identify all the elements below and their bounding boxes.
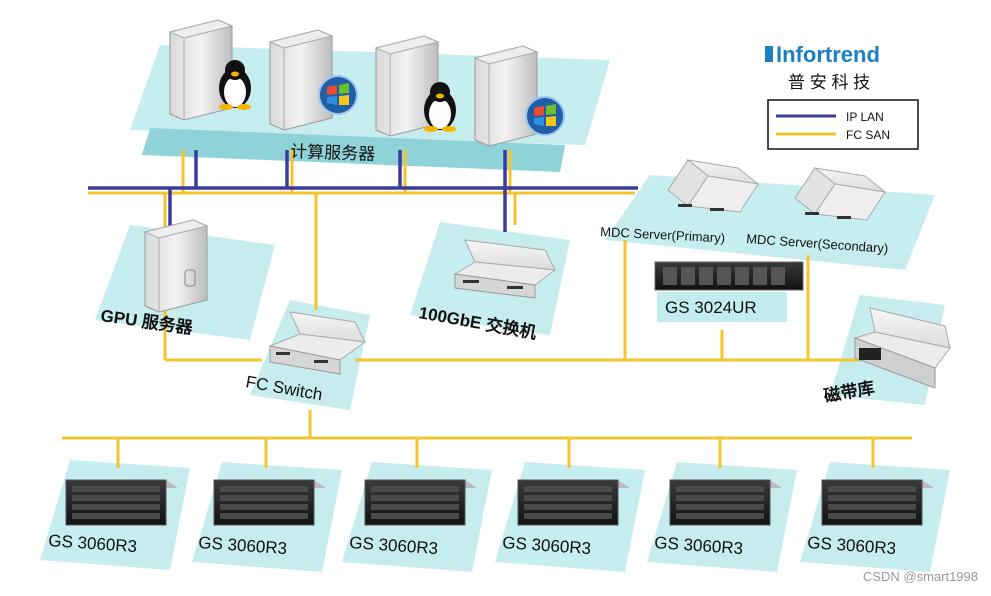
storage-rack-3 [364,479,477,526]
compute-label-band [142,128,565,172]
mdc-secondary-server [794,167,887,221]
fc-switch-box [268,311,367,375]
ip-lan-links [88,150,638,232]
gs3024ur-label: GS 3024UR [665,298,757,317]
linux-penguin-icon [219,60,251,110]
brand-name: Infortrend [776,42,880,67]
mdc-primary-server [667,159,760,213]
brand-mark-icon [765,46,773,62]
mdc-primary-label: MDC Server(Primary) [600,224,726,246]
tower-server-2 [268,29,334,131]
legend-label-fc-san: FC SAN [846,128,890,142]
gs3024ur-label-band [657,292,787,322]
storage-rack-2 [213,479,326,526]
storage-rack-5 [669,479,782,526]
legend-label-ip-lan: IP LAN [846,110,884,124]
tape-library-label: 磁带库 [822,377,876,406]
infortrend-logo: Infortrend 普 安 科 技 [765,42,880,92]
brand-subtitle: 普 安 科 技 [788,73,870,92]
linux-penguin-icon [424,82,456,132]
tape-library-box [853,307,951,389]
storage-array-row [65,479,934,526]
tower-server-4 [473,45,539,147]
legend: IP LAN FC SAN [767,99,919,150]
windows-logo-icon [525,96,565,136]
storage-rack-6 [821,479,934,526]
storage-rack-1 [65,479,178,526]
watermark: CSDN @smart1998 [863,569,978,584]
compute-servers-label: 计算服务器 [290,142,376,164]
switch-100gbe-box [453,239,557,299]
storage-rack-4 [517,479,630,526]
gpu-server-tower [143,219,209,313]
gs3024ur-rack-unit [654,261,804,291]
compute-servers [168,19,565,147]
windows-logo-icon [318,75,358,115]
fc-san-links [62,150,912,468]
